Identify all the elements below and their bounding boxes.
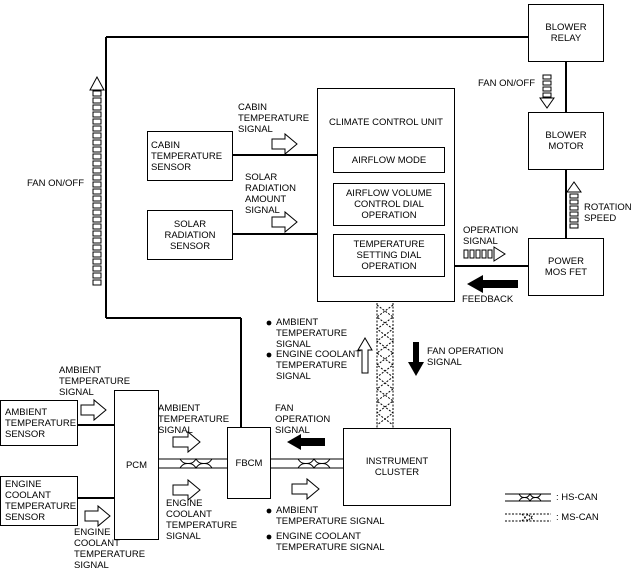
solar-signal-arrow bbox=[271, 210, 298, 234]
rotation-speed-label: ROTATION SPEED bbox=[584, 202, 632, 224]
operation-signal-label: OPERATION SIGNAL bbox=[463, 225, 519, 247]
engine-coolant-temperature-sensor-box: ENGINE COOLANT TEMPERATURE SENSOR bbox=[0, 476, 78, 526]
fbcm-to-cluster-arrow bbox=[291, 477, 320, 501]
cabin-temperature-signal-label: CABIN TEMPERATURE SIGNAL bbox=[238, 102, 310, 135]
solar-radiation-sensor-box: SOLAR RADIATION SENSOR bbox=[147, 210, 233, 260]
hs-can-fbcm-cluster bbox=[271, 458, 343, 469]
temperature-setting-box: TEMPERATURE SETTING DIAL OPERATION bbox=[333, 234, 445, 277]
blower-motor-box: BLOWER MOTOR bbox=[528, 112, 604, 170]
fan-on-off-down-arrow bbox=[539, 74, 555, 109]
airflow-mode-box: AIRFLOW MODE bbox=[333, 147, 445, 173]
coolant-to-pcm-arrow bbox=[84, 504, 111, 528]
can-engine-coolant-temperature-signal-label: ENGINE COOLANT TEMPERATURE SIGNAL bbox=[276, 349, 361, 382]
legend-ms-can-label: : MS-CAN bbox=[556, 512, 599, 523]
bullets bbox=[266, 320, 272, 540]
fbcm-box: FBCM bbox=[227, 427, 271, 499]
cabin-temperature-sensor-box: CABIN TEMPERATURE SENSOR bbox=[147, 131, 233, 181]
legend-ms-can-symbol bbox=[505, 513, 551, 522]
power-mos-fet-box: POWER MOS FET bbox=[528, 238, 604, 296]
climate-control-unit-title: CLIMATE CONTROL UNIT bbox=[328, 117, 443, 128]
pcm-box: PCM bbox=[114, 390, 159, 540]
blower-relay-box: BLOWER RELAY bbox=[528, 4, 604, 62]
fan-operation-left-arrow bbox=[287, 434, 325, 450]
fan-on-off-top-label: FAN ON/OFF bbox=[478, 78, 535, 89]
legend-hs-can-label: : HS-CAN bbox=[556, 492, 598, 503]
ambient-temperature-sensor-box: AMBIENT TEMPERATURE SENSOR bbox=[0, 400, 78, 446]
instrument-cluster-box: INSTRUMENT CLUSTER bbox=[343, 428, 451, 506]
operation-signal-arrow bbox=[463, 246, 506, 262]
feedback-label: FEEDBACK bbox=[462, 294, 514, 305]
feedback-arrow bbox=[467, 275, 518, 293]
bottom-engine-coolant-temperature-signal-label: ENGINE COOLANT TEMPERATURE SIGNAL bbox=[276, 531, 385, 553]
engine-coolant-temperature-signal-left-label: ENGINE COOLANT TEMPERATURE SIGNAL bbox=[74, 527, 146, 571]
can-ambient-temperature-signal-label: AMBIENT TEMPERATURE SIGNAL bbox=[276, 317, 348, 350]
engine-coolant-temperature-signal-pcm-label: ENGINE COOLANT TEMPERATURE SIGNAL bbox=[166, 498, 238, 542]
solar-radiation-amount-signal-label: SOLAR RADIATION AMOUNT SIGNAL bbox=[245, 172, 297, 216]
ambient-temperature-signal-left-label: AMBIENT TEMPERATURE SIGNAL bbox=[59, 365, 131, 398]
hs-can-pcm-fbcm bbox=[158, 458, 227, 469]
fan-operation-signal-fbcm-label: FAN OPERATION SIGNAL bbox=[275, 403, 331, 436]
fan-on-off-left-label: FAN ON/OFF bbox=[27, 178, 84, 189]
ambient-to-pcm-arrow bbox=[80, 398, 107, 422]
legend-hs-can-symbol bbox=[505, 492, 551, 503]
fan-on-off-left-arrow bbox=[89, 75, 105, 286]
coolant-out-arrow bbox=[172, 478, 201, 502]
ms-can-ccu-cluster bbox=[376, 303, 394, 428]
bottom-ambient-temperature-signal-label: AMBIENT TEMPERATURE SIGNAL bbox=[276, 505, 385, 527]
fan-operation-signal-vertical-label: FAN OPERATION SIGNAL bbox=[427, 346, 504, 368]
rotation-speed-up-arrow bbox=[566, 181, 582, 229]
ambient-temperature-signal-pcm-label: AMBIENT TEMPERATURE SIGNAL bbox=[158, 403, 230, 436]
airflow-volume-box: AIRFLOW VOLUME CONTROL DIAL OPERATION bbox=[333, 183, 445, 226]
can-signal-up-arrow bbox=[357, 337, 373, 374]
ambient-out-arrow bbox=[172, 430, 201, 454]
fan-operation-down-arrow bbox=[408, 342, 424, 376]
cabin-signal-arrow bbox=[271, 132, 298, 156]
